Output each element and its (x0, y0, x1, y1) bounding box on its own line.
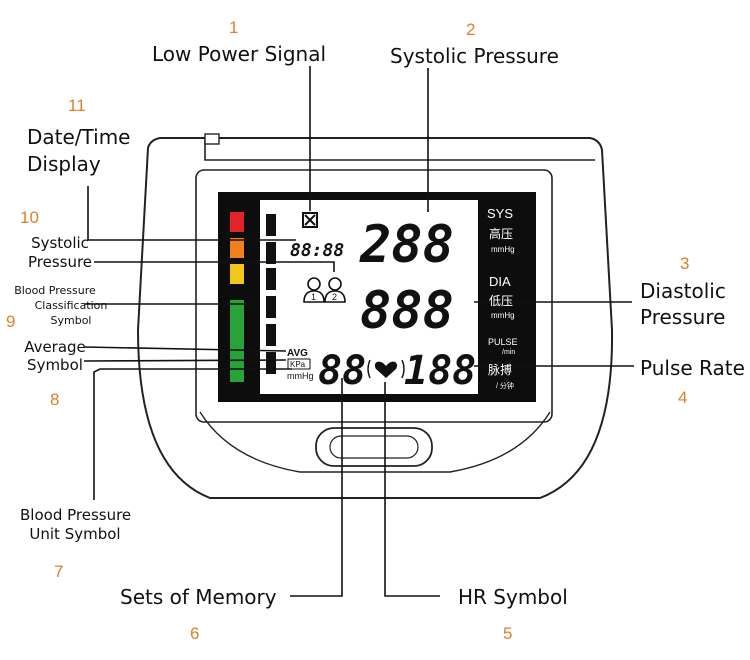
callout-10-number: 10 (20, 208, 39, 227)
callout-2-number: 2 (466, 20, 476, 39)
mmhg-label: mmHg (287, 371, 314, 381)
callout-6-label: Sets of Memory (120, 585, 277, 609)
callout-1-number: 1 (229, 18, 239, 37)
callout-7-label-1: Blood Pressure (20, 506, 132, 524)
callout-3-label-1: Diastolic (640, 279, 726, 303)
dia-digits: 888 (360, 281, 454, 341)
callout-3-number: 3 (680, 254, 690, 273)
callout-7-number: 7 (54, 562, 64, 581)
callout-9-number: 9 (6, 312, 16, 331)
pulse-unit-en: /min (502, 349, 515, 356)
memory-digits: 88 (318, 348, 366, 394)
callout-8-label-2: Symbol (27, 356, 83, 374)
dia-unit: mmHg (491, 311, 515, 320)
user-icons (303, 277, 346, 303)
heart-icon (367, 359, 405, 379)
callout-8-number: 8 (50, 390, 60, 409)
sys-digits: 288 (359, 215, 454, 275)
avg-label: AVG (287, 348, 308, 359)
class-bar-orange (230, 238, 244, 258)
callout-9-label-2: Classification (34, 299, 108, 312)
user1-label: 1 (311, 292, 316, 302)
callout-2-label: Systolic Pressure (390, 44, 559, 68)
callout-7-label-2: Unit Symbol (29, 525, 121, 543)
low-power-icon (302, 212, 318, 228)
callout-8-label-1: Average (24, 338, 86, 356)
leader-lines (83, 66, 634, 597)
callout-1-label: Low Power Signal (152, 42, 327, 66)
callout-10-label-2: Pressure (27, 253, 93, 271)
dia-label: DIA (489, 274, 511, 289)
callout-3-label-2: Pressure (640, 305, 726, 329)
class-bar-yellow (230, 264, 244, 284)
callout-4-label: Pulse Rate (640, 356, 745, 380)
sys-unit: mmHg (491, 245, 515, 254)
sys-label: SYS (487, 206, 513, 221)
class-bar-red (230, 212, 244, 232)
kpa-label: KPa (290, 360, 306, 369)
callout-10-label-1: Systolic (31, 234, 89, 252)
callout-11-number: 11 (68, 96, 86, 115)
callout-9-label-3: Symbol (50, 314, 92, 327)
user2-label: 2 (332, 292, 337, 302)
callout-6-number: 6 (190, 624, 200, 643)
callout-5-label: HR Symbol (458, 585, 568, 609)
dia-cn: 低压 (489, 294, 513, 308)
callout-5-number: 5 (503, 624, 513, 643)
pulse-cn: 脉搏 (488, 362, 512, 377)
pulse-unit-cn: / 分钟 (496, 381, 514, 390)
class-bar-green (230, 300, 244, 382)
device-latch (204, 138, 595, 161)
callout-4-number: 4 (678, 388, 688, 407)
callout-9-label-1: Blood Pressure (14, 284, 96, 297)
callout-11-label-2: Display (27, 152, 101, 176)
sys-cn: 高压 (489, 226, 513, 241)
pulse-label: PULSE (488, 337, 518, 347)
pulse-digits: 188 (404, 348, 476, 394)
datetime-digits: 88:88 (290, 240, 344, 261)
callout-11-label-1: Date/Time (27, 125, 131, 149)
